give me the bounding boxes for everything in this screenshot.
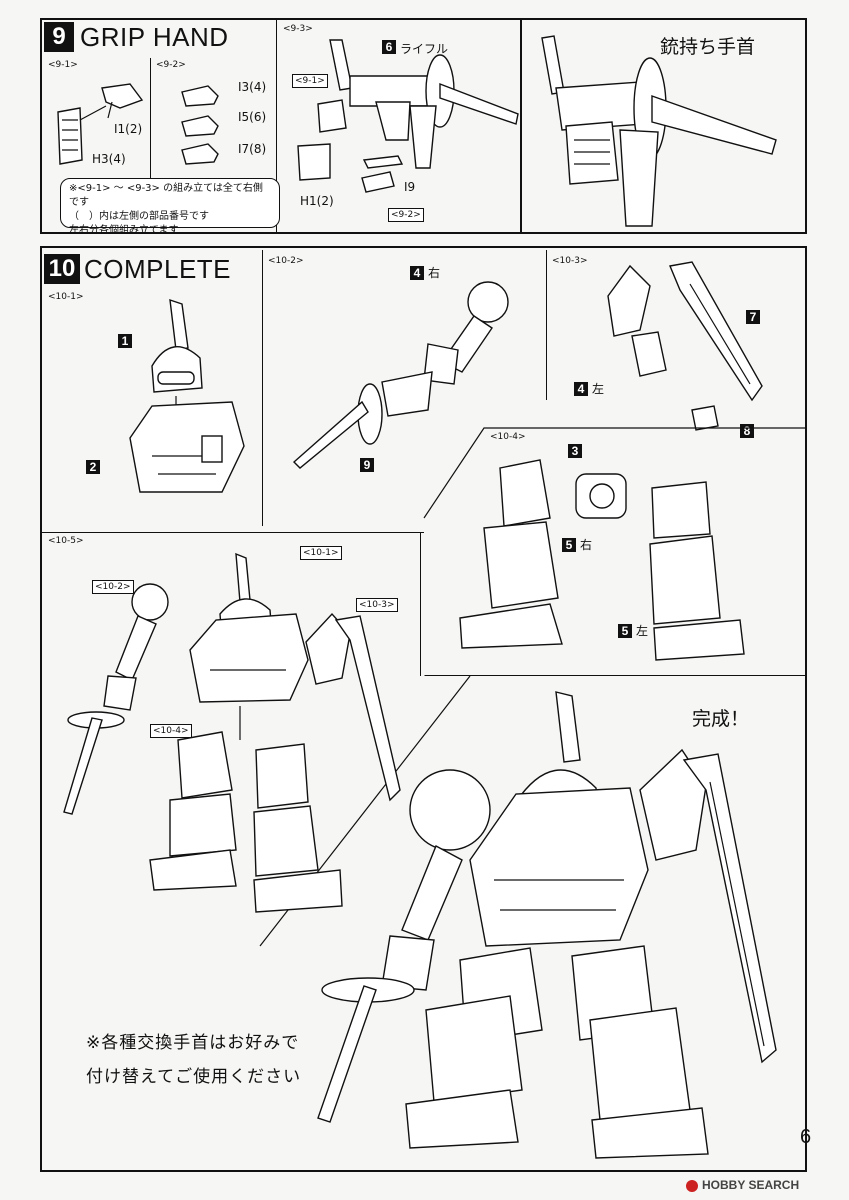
substep-9-3-label: <9-3> bbox=[283, 24, 313, 34]
left-label-4: 左 bbox=[592, 382, 605, 396]
right-label-5: 右 bbox=[580, 538, 593, 552]
substep-10-4-label: <10-4> bbox=[490, 432, 526, 442]
step9-panel bbox=[40, 18, 807, 234]
substep-9-1-label: <9-1> bbox=[48, 60, 78, 70]
complete-label: 完成！ bbox=[692, 708, 750, 730]
head-body-illustration bbox=[129, 298, 245, 493]
part-i7-label: I7(8) bbox=[238, 142, 267, 156]
ref-10-4: <10-4> bbox=[150, 724, 192, 738]
left-label-5: 左 bbox=[636, 624, 649, 638]
step9-number: 9 bbox=[44, 22, 74, 52]
part-4-right-badge: 4 bbox=[410, 266, 424, 280]
step10-divider-b bbox=[546, 250, 547, 400]
part-i9-label: I9 bbox=[404, 180, 416, 194]
gun-hand-result-illustration bbox=[541, 35, 777, 227]
right-arm-illustration bbox=[292, 281, 509, 469]
watermark-text: HOBBY SEARCH bbox=[702, 1178, 800, 1192]
substep-10-4-diagonal bbox=[423, 427, 806, 519]
substep-10-4-panel bbox=[424, 428, 806, 676]
part-i5-label: I5(6) bbox=[238, 110, 267, 124]
watermark: HOBBY SEARCH bbox=[686, 1178, 799, 1192]
step10-number: 10 bbox=[44, 254, 80, 284]
hand-base-illustration bbox=[57, 83, 144, 165]
note-line-2: （ ）内は左側の部品番号です bbox=[69, 211, 209, 222]
legs-waist-illustration bbox=[459, 459, 745, 661]
substep-10-5-label: <10-5> bbox=[48, 536, 84, 546]
step9-note: ※<9-1> ～ <9-3> の組み立ては全て右側です （ ）内は左側の部品番号… bbox=[60, 178, 280, 236]
part-3-badge: 3 bbox=[568, 444, 582, 458]
substep-9-2-label: <9-2> bbox=[156, 60, 186, 70]
ref-9-1: <9-1> bbox=[292, 74, 328, 88]
substep-10-5-right-line bbox=[420, 532, 421, 676]
substep-10-2-label: <10-2> bbox=[268, 256, 304, 266]
watermark-logo-icon bbox=[686, 1179, 698, 1192]
substep-10-3-label: <10-3> bbox=[552, 256, 588, 266]
completed-robot-illustration bbox=[317, 691, 777, 1159]
rifle-assembly-illustration bbox=[297, 39, 519, 193]
left-arm-shield-illustration bbox=[607, 261, 763, 431]
footer-note-line-2: 付け替えてご使用ください bbox=[86, 1067, 302, 1087]
ref-10-1: <10-1> bbox=[300, 546, 342, 560]
step10-panel bbox=[40, 246, 807, 1172]
ref-10-3: <10-3> bbox=[356, 598, 398, 612]
step9-title: GRIP HAND bbox=[80, 22, 229, 52]
part-2-badge: 2 bbox=[86, 460, 100, 474]
right-label-4: 右 bbox=[428, 266, 441, 280]
note-line-1: ※<9-1> ～ <9-3> の組み立ては全て右側です bbox=[69, 183, 263, 208]
note-line-3: 左右分各個組み立てます bbox=[69, 225, 179, 236]
part-h3-label: H3(4) bbox=[92, 152, 126, 166]
step9-divider-c bbox=[520, 18, 522, 234]
part-i3-label: I3(4) bbox=[238, 80, 267, 94]
part-i1-label: I1(2) bbox=[114, 122, 143, 136]
page-number: 6 bbox=[800, 1126, 812, 1148]
gun-hand-result-label: 銃持ち手首 bbox=[660, 36, 756, 58]
part-5-left-badge: 5 bbox=[618, 624, 632, 638]
ref-10-2: <10-2> bbox=[92, 580, 134, 594]
step10-title: COMPLETE bbox=[84, 254, 232, 284]
part-5-right-badge: 5 bbox=[562, 538, 576, 552]
part-7-badge: 7 bbox=[746, 310, 760, 324]
ref-9-2: <9-2> bbox=[388, 208, 424, 222]
rifle-label: ライフル bbox=[400, 42, 449, 56]
finger-parts-illustration bbox=[181, 85, 219, 165]
footer-note-line-1: ※各種交換手首はお好みで bbox=[86, 1033, 300, 1053]
part-4-left-badge: 4 bbox=[574, 382, 588, 396]
part-6-badge: 6 bbox=[382, 40, 396, 54]
substep-10-5-top-line bbox=[42, 532, 424, 533]
step9-divider-a bbox=[150, 58, 151, 180]
part-h1-label: H1(2) bbox=[300, 194, 334, 208]
step10-divider-a bbox=[262, 250, 263, 526]
exploded-robot-illustration bbox=[63, 552, 401, 913]
part-9-badge: 9 bbox=[360, 458, 374, 472]
part-1-badge: 1 bbox=[118, 334, 132, 348]
substep-10-1-label: <10-1> bbox=[48, 292, 84, 302]
step9-divider-b bbox=[276, 18, 277, 234]
